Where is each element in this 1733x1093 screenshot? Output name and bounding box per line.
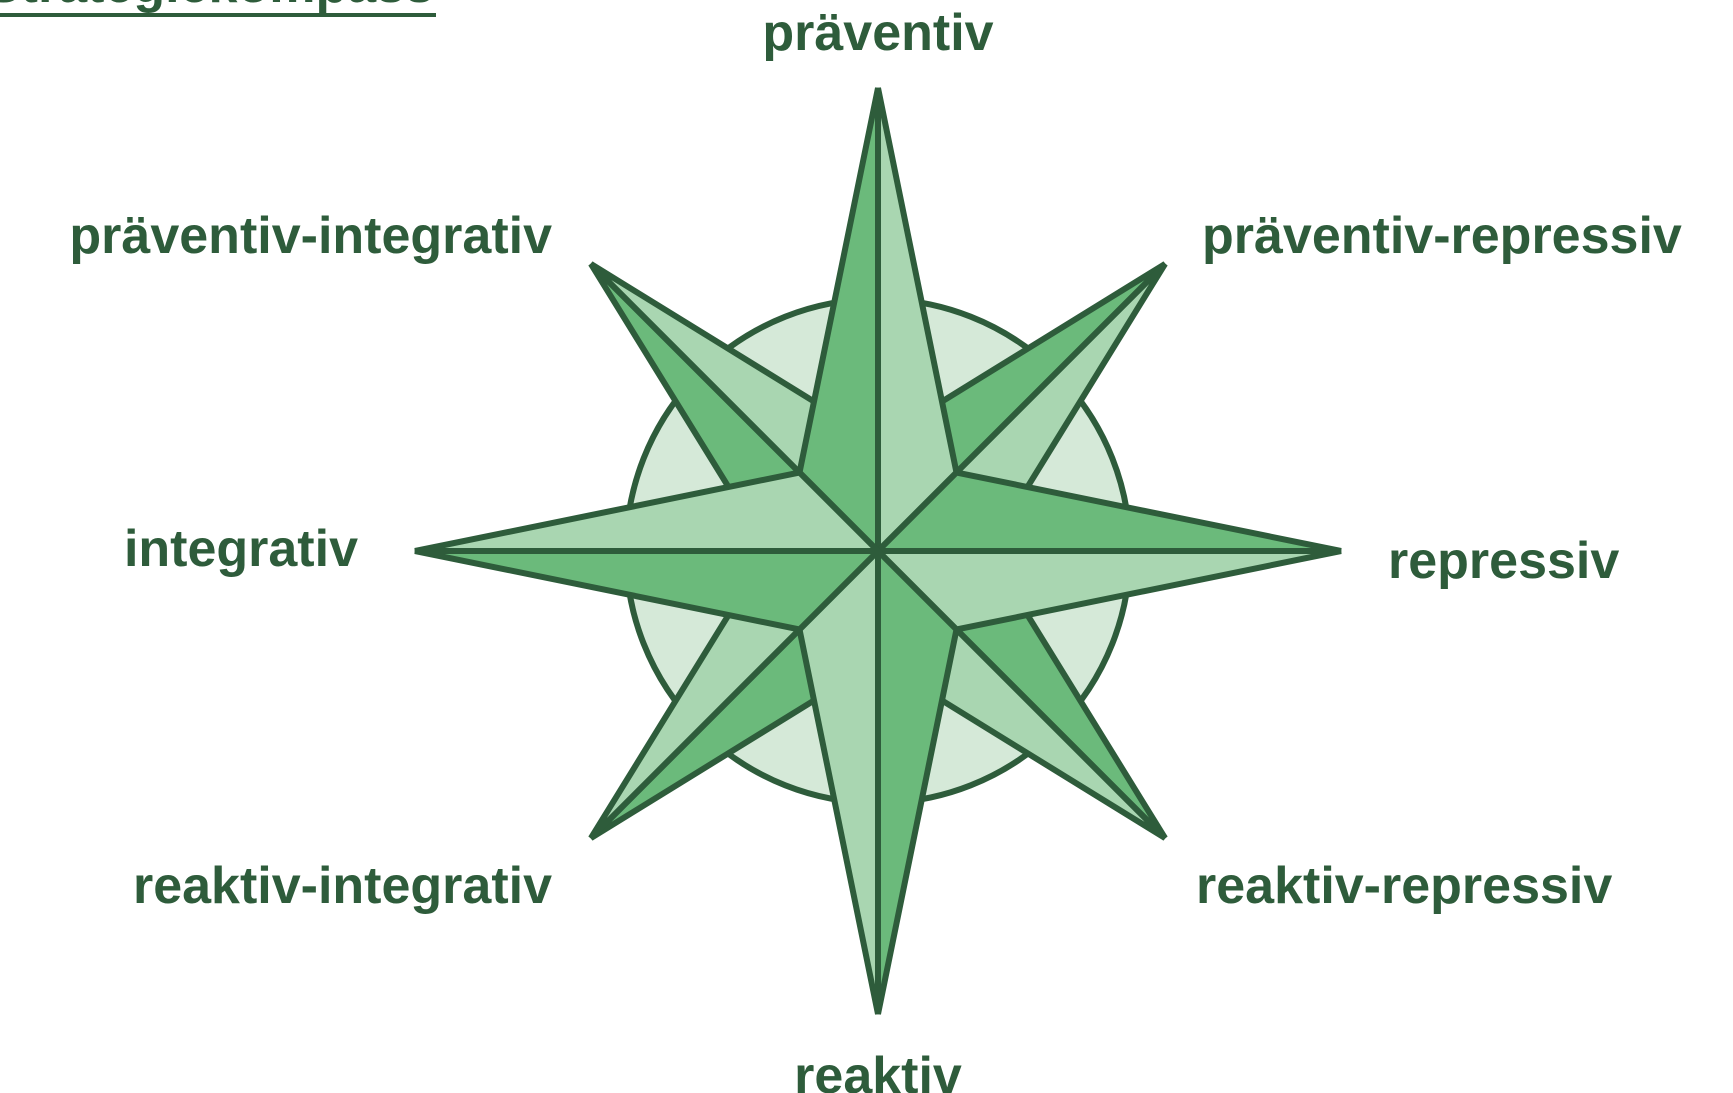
label-praeventiv-integrativ: präventiv-integrativ (69, 207, 552, 265)
cardinal-point-3-right-half (414, 469, 886, 554)
label-praeventiv: präventiv (762, 4, 993, 62)
label-integrativ: integrativ (124, 520, 358, 578)
compass-cardinal-star (414, 87, 1342, 1015)
label-reaktiv: reaktiv (794, 1047, 962, 1093)
label-repressiv: repressiv (1388, 532, 1619, 590)
compass-rose-icon (414, 87, 1342, 1015)
page-title: Strategiekompass (0, 0, 434, 14)
label-reaktiv-repressiv: reaktiv-repressiv (1196, 857, 1612, 915)
label-reaktiv-integrativ: reaktiv-integrativ (133, 857, 552, 915)
label-praeventiv-repressiv: präventiv-repressiv (1202, 207, 1682, 265)
